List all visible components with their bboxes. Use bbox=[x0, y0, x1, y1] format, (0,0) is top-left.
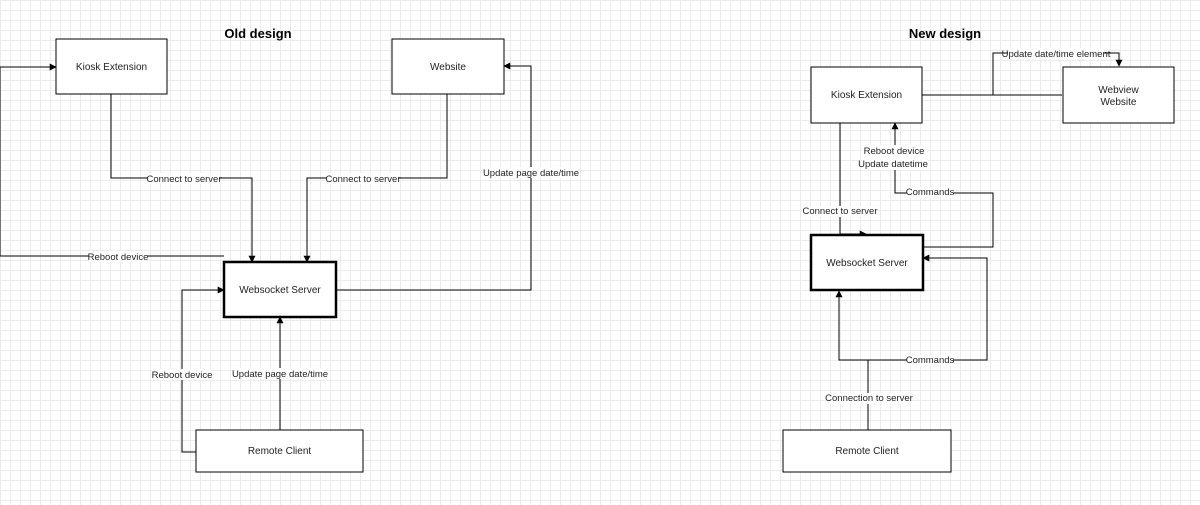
edge-new-commands-top bbox=[891, 122, 994, 248]
node-old-kiosk-label: Kiosk Extension bbox=[76, 62, 147, 73]
node-old-websocket-server: Websocket Server bbox=[222, 260, 338, 319]
edge-label-new-commands-bottom: Commands bbox=[906, 355, 955, 366]
node-new-remote-label: Remote Client bbox=[835, 446, 899, 457]
node-new-webview-label-line2: Website bbox=[1101, 97, 1137, 108]
edge-new-remote-connection bbox=[835, 290, 869, 430]
edge-label-old-remote-reboot: Reboot device bbox=[152, 370, 213, 381]
old-design-title: Old design bbox=[224, 26, 291, 41]
node-new-remote-client: Remote Client bbox=[782, 429, 952, 473]
edge-label-new-update-element: Update date/time element bbox=[1002, 49, 1111, 60]
edge-label-old-website-connect: Connect to server bbox=[326, 174, 401, 185]
edge-label-new-kiosk-connect: Connect to server bbox=[803, 206, 878, 217]
edge-label-new-reboot-line1: Reboot device bbox=[864, 146, 925, 157]
node-old-remote-client: Remote Client bbox=[195, 429, 364, 473]
edge-label-old-reboot-to-kiosk: Reboot device bbox=[88, 252, 149, 263]
edge-old-reboot-to-kiosk bbox=[0, 63, 224, 257]
node-new-webview-label-line1: Webview bbox=[1098, 85, 1139, 96]
edge-label-new-reboot-line2: Update datetime bbox=[858, 159, 928, 170]
edge-label-old-kiosk-connect: Connect to server bbox=[147, 174, 222, 185]
edge-label-new-remote-connection: Connection to server bbox=[825, 393, 913, 404]
node-old-remote-label: Remote Client bbox=[248, 446, 312, 457]
node-new-webview-website: Webview Website bbox=[1062, 66, 1175, 124]
node-old-server-label: Websocket Server bbox=[239, 285, 321, 296]
edge-label-old-remote-update: Update page date/time bbox=[232, 369, 328, 380]
edge-label-old-update-to-website: Update page date/time bbox=[483, 168, 579, 179]
new-design-title: New design bbox=[909, 26, 981, 41]
node-new-server-label: Websocket Server bbox=[826, 258, 908, 269]
node-old-website-label: Website bbox=[430, 62, 466, 73]
node-old-website: Website bbox=[391, 38, 505, 95]
edge-new-kiosk-connect bbox=[839, 123, 867, 238]
node-new-kiosk-extension: Kiosk Extension bbox=[810, 66, 923, 124]
edge-label-new-commands-top: Commands bbox=[906, 187, 955, 198]
node-new-websocket-server: Websocket Server bbox=[809, 233, 925, 292]
node-old-kiosk-extension: Kiosk Extension bbox=[55, 38, 168, 95]
node-new-kiosk-label: Kiosk Extension bbox=[831, 90, 902, 101]
